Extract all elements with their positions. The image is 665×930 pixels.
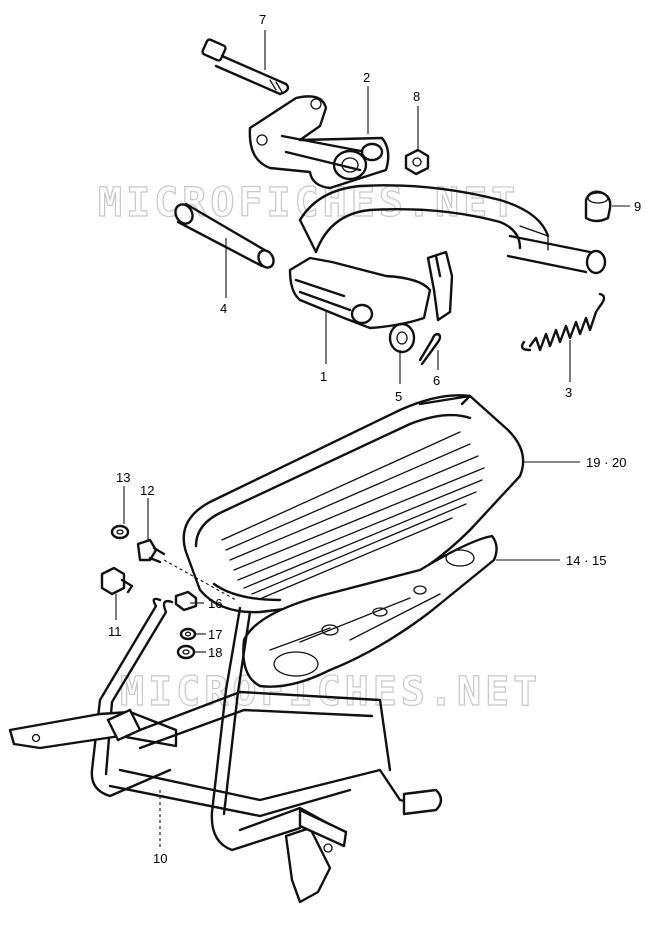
part-2-bracket [248, 95, 390, 190]
callout-17: 17 [208, 627, 222, 642]
callout-16: 16 [208, 596, 222, 611]
callout-5: 5 [395, 389, 402, 404]
callout-2: 2 [363, 70, 370, 85]
part-17-washer [179, 627, 197, 641]
part-3-spring [520, 292, 606, 352]
part-7-bolt [201, 38, 290, 96]
callout-18: 18 [208, 645, 222, 660]
callout-13: 13 [116, 470, 130, 485]
callout-19-20: 19 · 20 [586, 455, 626, 470]
part-4-shaft [174, 202, 275, 269]
part-8-nut [404, 148, 430, 176]
part-9-stopper [584, 190, 612, 223]
part-11-nut [100, 566, 134, 596]
callout-10: 10 [153, 851, 167, 866]
part-16-bolt [174, 590, 198, 612]
callout-9: 9 [634, 199, 641, 214]
callout-8: 8 [413, 89, 420, 104]
part-18-washer [176, 644, 196, 660]
part-10-frame [8, 597, 443, 904]
part-13-washer [110, 524, 130, 540]
part-19-20-footrest-mat [182, 394, 525, 614]
callout-11: 11 [108, 624, 122, 639]
callout-4: 4 [220, 301, 227, 316]
callout-labels: 7 2 8 9 4 1 5 6 3 19 · 20 14 · 15 13 12 … [108, 12, 641, 866]
watermark-bottom: MICROFICHES.NET [120, 669, 541, 715]
watermark-top: MICROFICHES.NET [98, 180, 519, 226]
callout-1: 1 [320, 369, 327, 384]
part-1-stand [288, 184, 607, 330]
leader-lines [115, 30, 630, 848]
part-5-washer [388, 322, 416, 354]
callout-6: 6 [433, 373, 440, 388]
callout-7: 7 [259, 12, 266, 27]
part-6-cotter-pin [418, 332, 442, 366]
part-12-bolt [136, 538, 166, 564]
callout-3: 3 [565, 385, 572, 400]
callout-12: 12 [140, 483, 154, 498]
part-14-15-plate [242, 534, 498, 688]
callout-14-15: 14 · 15 [566, 553, 606, 568]
